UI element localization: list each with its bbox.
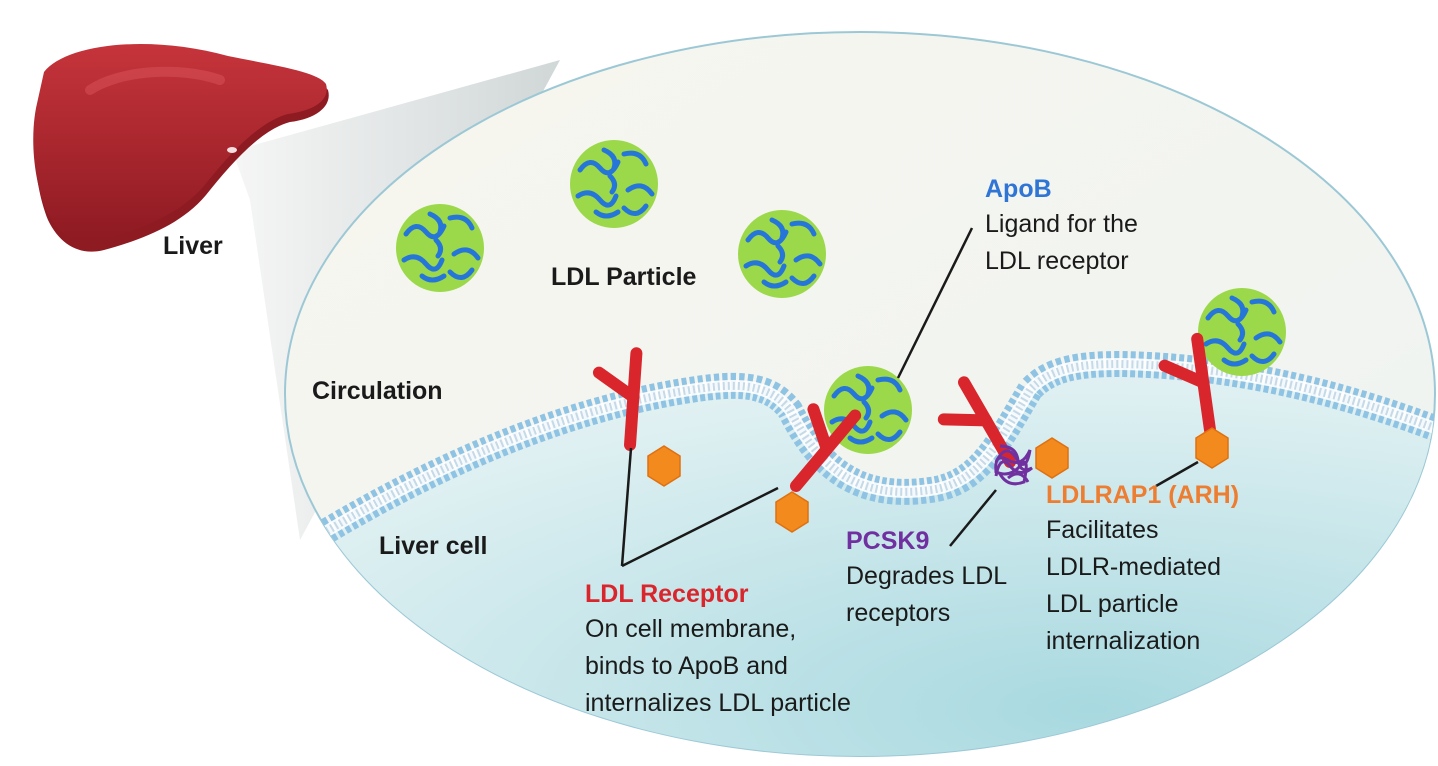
pcsk9-line: Degrades LDL <box>846 562 1008 590</box>
apob-description: Ligand for the LDL receptor <box>985 206 1138 280</box>
pcsk9-title: PCSK9 <box>846 527 930 555</box>
ldlrap1-title: LDLRAP1 (ARH) <box>1046 481 1240 509</box>
liver-cell-label: Liver cell <box>379 532 488 560</box>
apob-line: Ligand for the <box>985 210 1138 238</box>
liver-illustration <box>33 44 329 252</box>
ldlrap1-line: LDL particle <box>1046 590 1179 618</box>
ldl-particle-2 <box>570 140 658 228</box>
ldl-receptor-line: On cell membrane, <box>585 615 797 643</box>
circulation-label: Circulation <box>312 377 443 405</box>
ldl-particle-1 <box>396 204 484 292</box>
ldl-particle-3 <box>738 210 826 298</box>
ldlrap1-description: Facilitates LDLR-mediated LDL particle i… <box>1046 512 1239 660</box>
ldlrap1-callout: LDLRAP1 (ARH) Facilitates LDLR-mediated … <box>1046 478 1239 660</box>
pcsk9-line: receptors <box>846 599 951 627</box>
pcsk9-description: Degrades LDL receptors <box>846 558 1007 632</box>
apob-line: LDL receptor <box>985 247 1129 275</box>
ldl-receptor-callout: LDL Receptor On cell membrane, binds to … <box>585 577 851 722</box>
ldl-particle-label: LDL Particle <box>551 263 697 291</box>
ldl-receptor-line: binds to ApoB and <box>585 652 788 680</box>
callout-lines <box>620 227 1199 568</box>
ldl-receptor-line: internalizes LDL particle <box>585 689 851 717</box>
apob-title: ApoB <box>985 175 1052 203</box>
ldl-receptor-title: LDL Receptor <box>585 580 749 608</box>
ldl-receptor-description: On cell membrane, binds to ApoB and inte… <box>585 611 851 722</box>
ldlrap1-line: internalization <box>1046 627 1201 655</box>
ldlrap1-line: LDLR-mediated <box>1046 553 1222 581</box>
liver-label: Liver <box>163 232 223 260</box>
pcsk9-protein <box>994 444 1033 486</box>
ldlrap1-line: Facilitates <box>1046 516 1159 544</box>
ldl-particle-bound-2 <box>1198 288 1286 376</box>
apob-callout: ApoB Ligand for the LDL receptor <box>985 172 1138 280</box>
pcsk9-callout: PCSK9 Degrades LDL receptors <box>846 524 1007 632</box>
